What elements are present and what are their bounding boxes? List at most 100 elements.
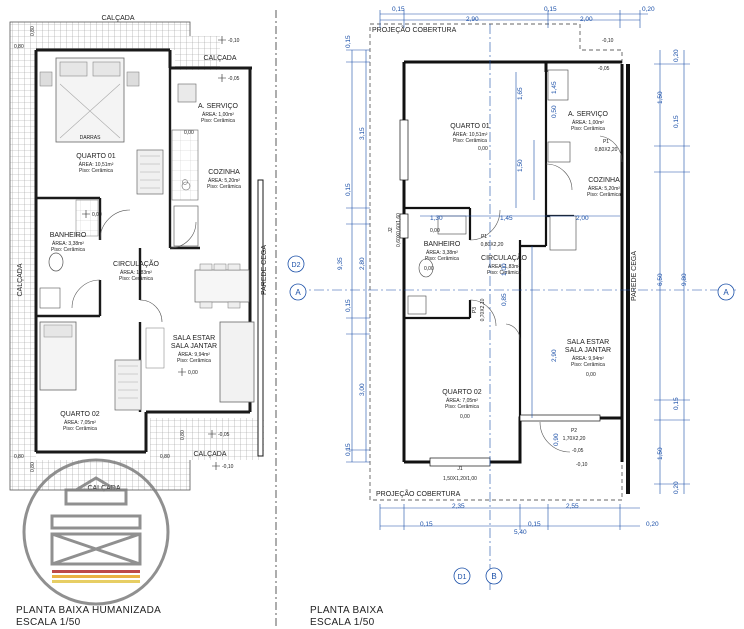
dim-left-6: 3,00 <box>359 383 366 396</box>
opening-j1-size: 1,50X1,20/1,00 <box>443 476 477 482</box>
right-room-cozinha: COZINHA ÁREA: 5,20m² Piso: Cerâmica <box>587 177 621 198</box>
svg-text:Piso: Cerâmica: Piso: Cerâmica <box>571 126 605 132</box>
svg-text:D2: D2 <box>292 262 301 269</box>
left-level-2: -0,05 <box>228 76 240 82</box>
detail-marker-d1: D1 <box>453 567 471 585</box>
opening-p2-code: P2 <box>571 428 577 434</box>
dim-inner-11: 1,45 <box>551 81 558 94</box>
opening-p1-code: P1 <box>481 234 487 240</box>
svg-text:BANHEIRO: BANHEIRO <box>424 241 461 248</box>
right-level-3: 0,00 <box>478 146 488 152</box>
svg-text:D1: D1 <box>458 574 467 581</box>
svg-text:ÁREA: 1,83m²: ÁREA: 1,83m² <box>488 263 520 270</box>
dim-inner-7: 0,85 <box>501 293 508 306</box>
sofa <box>219 321 255 403</box>
opening-j2-size: 0,60X0,60/1,60 <box>396 213 402 247</box>
dim-right-3: 0,15 <box>673 115 680 128</box>
dim-left-5: 0,15 <box>345 299 352 312</box>
right-level-4: 0,00 <box>430 228 440 234</box>
dim-right-2: 1,50 <box>657 91 664 104</box>
opening-p1b-code: P1 <box>603 139 609 145</box>
svg-text:ÁREA: 10,51m²: ÁREA: 10,51m² <box>79 161 114 168</box>
right-projection-label-top: PROJEÇÃO COBERTURA <box>372 25 457 34</box>
opening-p2-size: 1,70X2,20 <box>563 436 586 442</box>
right-projection-label-bottom: PROJEÇÃO COBERTURA <box>376 489 461 498</box>
left-sidewalk-label-side: CALÇADA <box>203 55 236 62</box>
svg-text:SALA ESTAR: SALA ESTAR <box>567 339 609 346</box>
opening-p3-code: P3 <box>472 307 478 313</box>
left-level-5: 0,00 <box>184 130 194 136</box>
right-plan-scale: ESCALA 1/50 <box>310 617 375 628</box>
svg-text:QUARTO 01: QUARTO 01 <box>76 153 116 160</box>
dim-bottom-4: 2,55 <box>566 503 579 510</box>
dim-top-2: 2,90 <box>466 16 479 23</box>
svg-text:SALA JANTAR: SALA JANTAR <box>565 347 611 354</box>
dim-bottom-1: 0,15 <box>420 521 433 528</box>
left-room-quarto-02: QUARTO 02 ÁREA: 7,05m² Piso: Cerâmica <box>60 411 100 432</box>
left-plan-title-text: PLANTA BAIXA HUMANIZADA <box>16 605 162 616</box>
svg-text:Piso: Cerâmica: Piso: Cerâmica <box>79 168 113 174</box>
svg-text:QUARTO 01: QUARTO 01 <box>450 123 490 130</box>
dim-top-3: 0,15 <box>544 6 557 13</box>
right-room-quarto-01: QUARTO 01 ÁREA: 10,51m² Piso: Cerâmica <box>450 123 490 144</box>
dim-left-4: 2,80 <box>359 257 366 270</box>
left-level-4: 0,00 <box>188 370 198 376</box>
right-room-quarto-02: QUARTO 02 ÁREA: 7,05m² Piso: Cerâmica <box>442 389 482 410</box>
dim-right-4: 6,50 <box>657 273 664 286</box>
dim-bottom-3: 0,15 <box>528 521 541 528</box>
dim-left-1: 0,15 <box>345 35 352 48</box>
opening-p3-size: 0,70X2,10 <box>480 298 486 321</box>
svg-text:Piso: Cerâmica: Piso: Cerâmica <box>201 118 235 124</box>
right-level-2: -0,05 <box>598 66 610 72</box>
svg-text:CIRCULAÇÃO: CIRCULAÇÃO <box>481 253 527 262</box>
svg-text:ÁREA: 7,05m²: ÁREA: 7,05m² <box>64 419 96 426</box>
dim-inner-6: 1,00 <box>501 263 508 276</box>
left-level-7: -0,10 <box>222 464 234 470</box>
dim-top-4: 2,00 <box>580 16 593 23</box>
dim-inner-1: 1,65 <box>517 87 524 100</box>
svg-text:Piso: Cerâmica: Piso: Cerâmica <box>63 426 97 432</box>
svg-text:ÁREA: 1,00m²: ÁREA: 1,00m² <box>572 119 604 126</box>
svg-text:QUARTO 02: QUARTO 02 <box>60 411 100 418</box>
svg-text:Piso: Cerâmica: Piso: Cerâmica <box>425 256 459 262</box>
svg-text:A: A <box>295 288 301 297</box>
svg-text:Piso: Cerâmica: Piso: Cerâmica <box>177 358 211 364</box>
right-room-area-servico: A. SERVIÇO ÁREA: 1,00m² Piso: Cerâmica <box>568 111 608 132</box>
left-dim-3: 0,80 <box>14 454 24 460</box>
dim-left-2: 3,15 <box>359 127 366 140</box>
left-plan: DARRAS <box>9 15 268 492</box>
dim-right-total: 9,80 <box>681 273 688 286</box>
svg-text:ÁREA: 1,83m²: ÁREA: 1,83m² <box>120 269 152 276</box>
svg-text:Piso: Cerâmica: Piso: Cerâmica <box>119 276 153 282</box>
left-dim-5: 0,80 <box>180 430 186 440</box>
svg-text:SALA JANTAR: SALA JANTAR <box>171 343 217 350</box>
svg-text:BANHEIRO: BANHEIRO <box>50 232 87 239</box>
right-plan: PROJEÇÃO COBERTURA PROJEÇÃO COBERTURA PA… <box>287 6 736 590</box>
dim-right-6: 1,50 <box>657 447 664 460</box>
rug-brand: DARRAS <box>80 135 102 141</box>
left-dim-2: 0,80 <box>160 454 170 460</box>
left-level-1: -0,10 <box>228 38 240 44</box>
svg-text:A. SERVIÇO: A. SERVIÇO <box>568 111 608 118</box>
dim-left-7: 0,15 <box>345 443 352 456</box>
brand-logo <box>22 458 170 606</box>
left-dim-4: 0,80 <box>30 26 36 36</box>
dim-total-width: 5,40 <box>514 529 527 536</box>
svg-text:COZINHA: COZINHA <box>208 169 240 176</box>
right-level-9: -0,10 <box>576 462 588 468</box>
dim-top-5: 0,20 <box>642 6 655 13</box>
svg-text:Piso: Cerâmica: Piso: Cerâmica <box>207 184 241 190</box>
right-level-6: 0,00 <box>460 414 470 420</box>
svg-text:Piso: Cerâmica: Piso: Cerâmica <box>571 362 605 368</box>
right-plan-title-text: PLANTA BAIXA <box>310 605 384 616</box>
svg-text:A. SERVIÇO: A. SERVIÇO <box>198 103 238 110</box>
left-plan-scale: ESCALA 1/50 <box>16 617 81 628</box>
right-room-circulacao: CIRCULAÇÃO ÁREA: 1,83m² Piso: Cerâmica <box>481 253 527 276</box>
svg-text:A: A <box>723 288 729 297</box>
dim-left-3: 0,15 <box>345 183 352 196</box>
dim-top-1: 0,15 <box>392 6 405 13</box>
svg-text:SALA ESTAR: SALA ESTAR <box>173 335 215 342</box>
left-dim-6: 0,80 <box>30 462 36 472</box>
svg-text:ÁREA: 5,20m²: ÁREA: 5,20m² <box>588 185 620 192</box>
